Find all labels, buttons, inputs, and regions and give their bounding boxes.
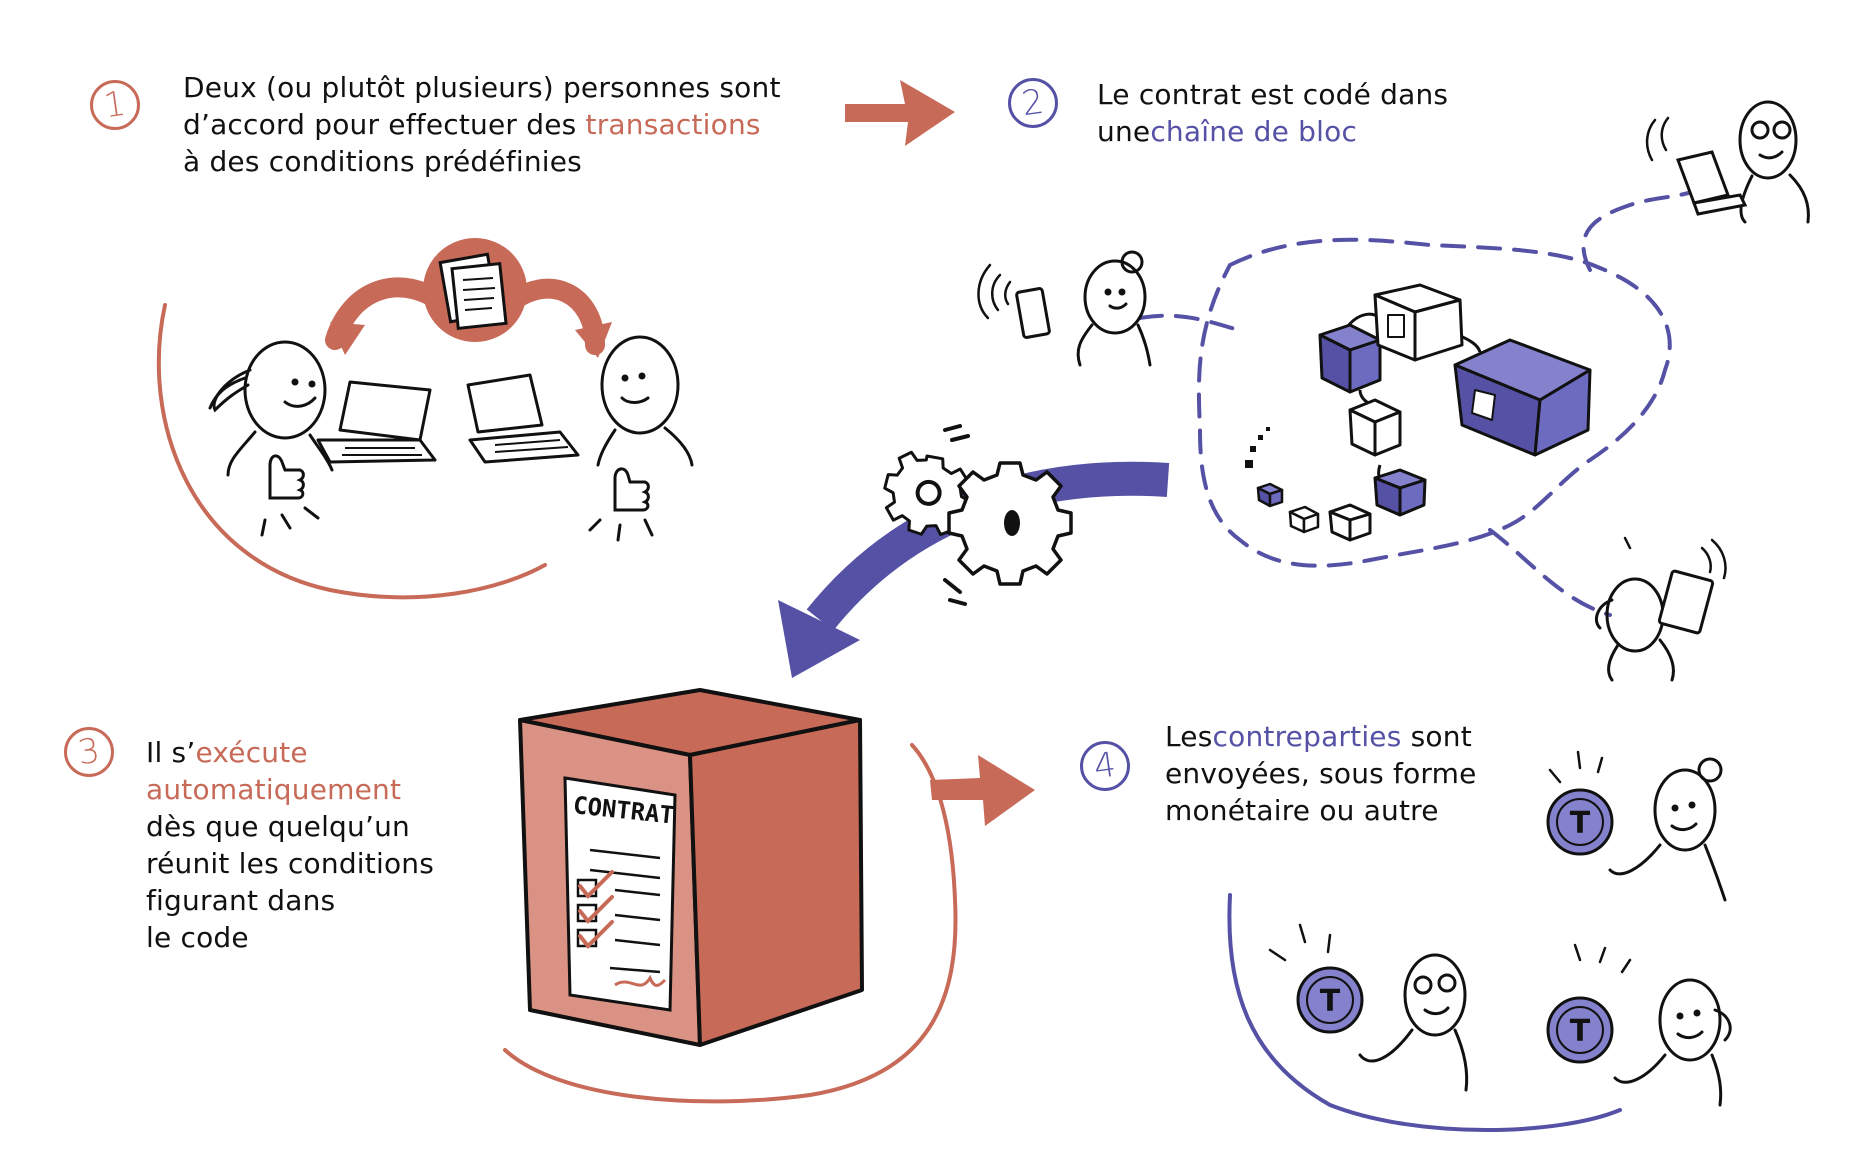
motion-lines: [943, 578, 967, 606]
step-4-line-2: envoyées, sous forme: [1165, 757, 1477, 790]
step-4-number: 4: [1080, 741, 1130, 791]
document-icon: [438, 252, 508, 330]
network-link: [1488, 528, 1612, 617]
step-4-text: Lescontreparties sont envoyées, sous for…: [1165, 718, 1525, 829]
arrow-right-icon: [845, 80, 955, 146]
block-dots: [1245, 427, 1270, 468]
step-3-line-3: dès que quelqu’un: [146, 810, 410, 843]
block-cube-icon: [1348, 398, 1402, 457]
laptop-icon: [466, 373, 580, 464]
step-3-line-6: le code: [146, 921, 249, 954]
thumbs-up-icon: [268, 454, 305, 500]
step-1-highlight: transactions: [585, 108, 761, 141]
contract-document: CONTRAT: [563, 776, 677, 1012]
phone-icon: [1015, 287, 1051, 339]
person-icon: [208, 340, 334, 537]
person-icon: [1645, 100, 1810, 224]
coin-icon: T: [1546, 788, 1614, 856]
step-4-line-1: Lescontreparties sont: [1165, 718, 1525, 755]
motion-lines: [943, 424, 970, 442]
step-1-line-2-prefix: d’accord pour effectuer des: [183, 108, 586, 141]
gear-icon: [947, 461, 1073, 586]
step-1-line-3: à des conditions prédéfinies: [183, 145, 582, 178]
step-3-line-4: réunit les conditions: [146, 847, 435, 880]
coin-letter: T: [1320, 984, 1341, 1019]
person-icon: [977, 250, 1152, 367]
step-1-line-2: d’accord pour effectuer des transactions: [183, 106, 823, 143]
person-icon: [1595, 536, 1727, 682]
laptop-icon: [1676, 150, 1748, 216]
person-with-coin: T: [1268, 923, 1469, 1092]
network-link: [1138, 313, 1240, 332]
block-cube-icon: [1453, 338, 1592, 457]
step-3-line-5: figurant dans: [146, 884, 336, 917]
step-4-line-3: monétaire ou autre: [1165, 794, 1439, 827]
step-3-line-1: Il s’exécute: [146, 734, 526, 771]
block-cube-icon: [1328, 503, 1372, 542]
step-1-line-1: Deux (ou plutôt plusieurs) personnes son…: [183, 71, 781, 104]
step-2-text: Le contrat est codé dans unechaîne de bl…: [1097, 76, 1517, 150]
coin-letter: T: [1570, 806, 1591, 841]
tablet-icon: [1657, 569, 1715, 635]
step-3-highlight-2: automatiquement: [146, 773, 402, 806]
thumbs-up-icon: [613, 467, 650, 512]
person-with-coin: T: [1546, 750, 1727, 902]
step-1-text: Deux (ou plutôt plusieurs) personnes son…: [183, 69, 823, 180]
chain-link: [1343, 312, 1482, 492]
document-exchange: [325, 238, 612, 358]
step-3-text: Il s’exécute automatiquement dès que que…: [146, 734, 526, 956]
step-2-line-2-prefix: une: [1097, 115, 1151, 148]
block-cube-icon: [1373, 283, 1464, 362]
step-4-swoosh: [1227, 893, 1622, 1132]
network-cloud: [1196, 237, 1672, 568]
arrow-right-icon: [930, 755, 1035, 826]
step-3-number: 3: [64, 727, 114, 777]
step-2-line-2: unechaîne de bloc: [1097, 113, 1517, 150]
laptop-icon: [316, 380, 437, 464]
network-link: [1581, 183, 1707, 272]
step-4-highlight: contreparties: [1212, 720, 1402, 753]
block-cube-icon: [1318, 323, 1382, 394]
block-cube-icon: [1373, 468, 1427, 517]
step-4-line-1-prefix: Les: [1165, 720, 1213, 753]
step-2-number: 2: [1008, 78, 1058, 128]
step-2-highlight: chaîne de bloc: [1150, 115, 1358, 148]
step-4-line-1-suffix: sont: [1401, 720, 1472, 753]
step-3-swoosh: [503, 743, 958, 1104]
coin-icon: T: [1296, 966, 1364, 1034]
person-with-coin: T: [1546, 943, 1732, 1107]
step-3-line-1-prefix: Il s’: [146, 736, 196, 769]
block-cube-icon: [1288, 505, 1320, 534]
coin-letter: T: [1570, 1014, 1591, 1049]
block-cube-icon: [1256, 482, 1284, 508]
step-1-swoosh: [156, 303, 547, 600]
step-2-line-1: Le contrat est codé dans: [1097, 78, 1449, 111]
coin-icon: T: [1546, 996, 1614, 1064]
step-1-number: 1: [90, 80, 140, 130]
step-3-highlight-1: exécute: [195, 736, 308, 769]
person-icon: [588, 335, 694, 542]
